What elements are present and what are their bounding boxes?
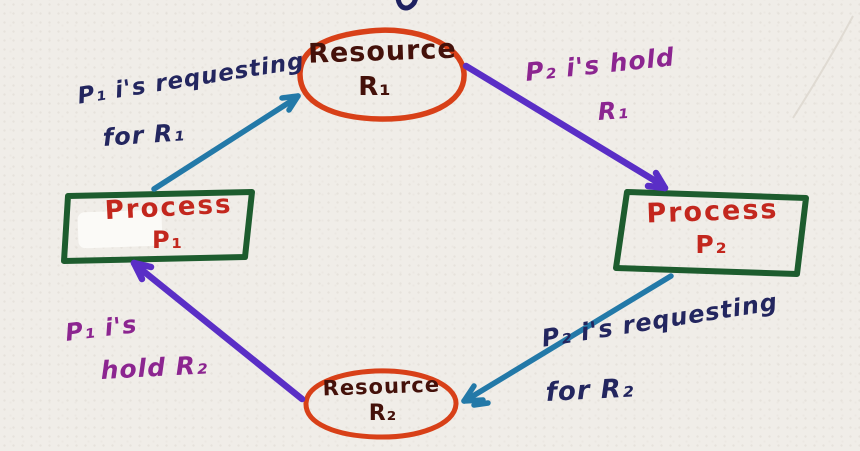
resource-r1-ellipse xyxy=(297,27,467,122)
process-p1-sublabel: P₁ xyxy=(151,226,185,254)
process-p2-sublabel: P₂ xyxy=(695,230,729,259)
edge-label-p1-hold-line2: hold R₂ xyxy=(99,350,209,385)
process-p2-label: Process xyxy=(645,193,779,230)
edge-label-p2-requesting-line2: for R₂ xyxy=(544,373,635,408)
edge-label-p1-requesting-line2: for R₁ xyxy=(101,118,186,152)
process-p2-box xyxy=(613,189,809,277)
resource-r2-ellipse xyxy=(303,368,459,440)
edge-label-p2-hold-line2: R₁ xyxy=(596,95,630,126)
resource-r1-sublabel: R₁ xyxy=(358,72,392,102)
arrow-p1-requests-r1 xyxy=(151,93,301,192)
process-p1-box xyxy=(61,189,255,264)
cropped-title-stroke xyxy=(395,0,418,11)
resource-r2-sublabel: R₂ xyxy=(368,401,398,426)
resource-r1-label: Resource xyxy=(307,33,458,70)
arrow-p2-requests-r2 xyxy=(461,273,674,408)
arrow-r2-held-by-p1 xyxy=(130,259,306,403)
paper-crease xyxy=(792,15,854,119)
process-p1-label: Process xyxy=(103,189,234,227)
arrow-r1-held-by-p2 xyxy=(462,62,669,192)
resource-r2-label: Resource xyxy=(322,372,441,401)
